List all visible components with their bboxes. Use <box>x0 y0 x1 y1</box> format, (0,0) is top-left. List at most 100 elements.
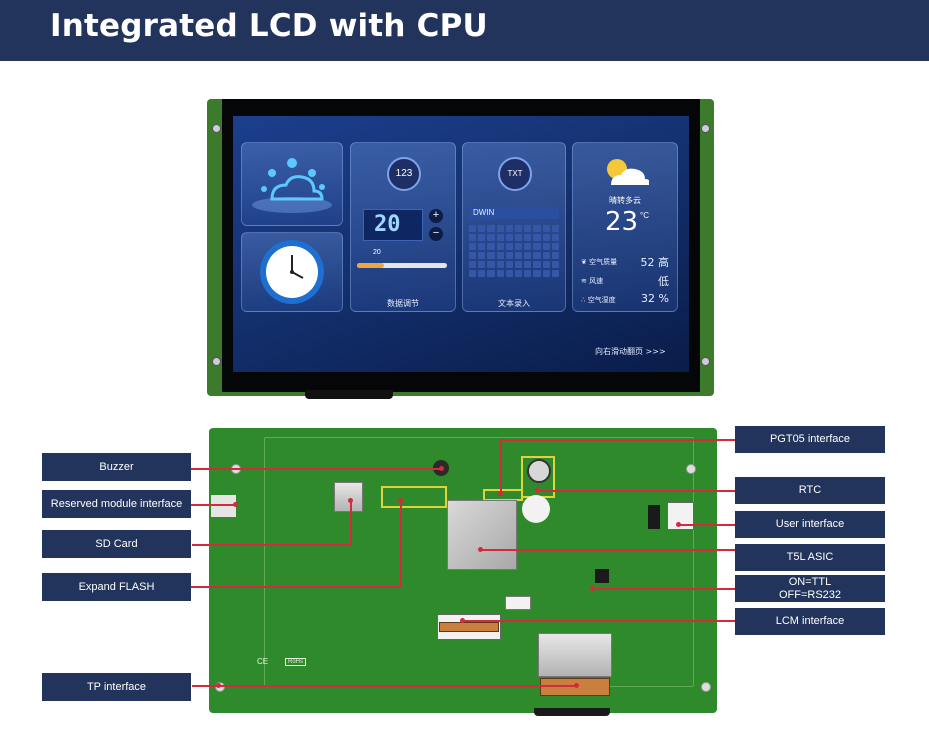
sd-pointer-h <box>192 544 352 546</box>
callout-t5l-asic: T5L ASIC <box>735 544 885 571</box>
ttl-pointer <box>592 588 735 590</box>
clock-card[interactable] <box>241 232 343 312</box>
digit-display: 20 <box>363 209 423 241</box>
tp-connector-shield <box>538 633 612 677</box>
ce-mark: CE <box>257 657 269 666</box>
data-adjust-label: 数据调节 <box>387 299 419 308</box>
air-quality-value: 52 高 <box>640 256 670 269</box>
temperature-value: 23 <box>605 207 639 237</box>
cloud-card[interactable] <box>241 142 343 226</box>
text-input-label: 文本录入 <box>498 299 530 308</box>
cloud-network-icon <box>252 158 332 213</box>
partly-cloudy-icon <box>607 159 649 185</box>
humidity-value: 32 % <box>641 292 669 305</box>
weather-card[interactable]: 晴转多云 23 °C ❦ 空气质量 52 高 ≋ 风速 低 ∴ 空气湿度 32 … <box>572 142 678 312</box>
asic-pointer <box>480 549 735 551</box>
humidity-label: 空气湿度 <box>587 296 616 304</box>
buzzer-pointer <box>191 468 441 470</box>
wire-connector <box>505 596 531 610</box>
leaf-icon: ❦ <box>581 258 590 266</box>
rtc-pointer <box>537 490 735 492</box>
mount-pad <box>686 464 696 474</box>
lcm-pointer <box>462 620 735 622</box>
tp-dot-left <box>216 683 221 688</box>
ttl-dot <box>590 586 595 591</box>
wind-icon: ≋ <box>581 277 590 285</box>
mount-hole <box>212 357 221 366</box>
slider-value-label: 20 <box>373 249 381 256</box>
lcm-flex-cable <box>439 622 499 632</box>
sd-pointer-v <box>350 500 352 546</box>
humidity-icon: ∴ <box>581 296 588 304</box>
pgt05-dot <box>498 491 503 496</box>
callout-reserved-module: Reserved module interface <box>42 490 191 518</box>
page-title: Integrated LCD with CPU <box>50 8 488 44</box>
back-pcb: CE RoHs <box>209 428 717 713</box>
reserved-header <box>211 495 236 517</box>
asic-dot <box>478 547 483 552</box>
fpc-tail <box>305 390 393 399</box>
ttl-line-2: OFF=RS232 <box>778 588 842 601</box>
text-input-card[interactable]: TXT DWIN 文本录入 <box>462 142 566 312</box>
humidity-row: ∴ 空气湿度 32 % <box>581 292 669 305</box>
rtc-crystal-sticker <box>522 495 550 523</box>
txt-file-icon: TXT <box>498 157 532 191</box>
slider-fill <box>357 263 384 268</box>
number-icon: 123 <box>387 157 421 191</box>
callout-rtc: RTC <box>735 477 885 504</box>
pgt05-pointer-v <box>500 439 502 493</box>
air-quality-label: 空气质量 <box>589 258 618 266</box>
temperature-unit: °C <box>640 211 649 220</box>
flash-dot <box>398 498 403 503</box>
air-quality-row: ❦ 空气质量 52 高 <box>581 256 670 269</box>
swipe-hint[interactable]: 向右滑动翻页 >>> <box>595 347 666 356</box>
sd-card-slot <box>334 482 363 512</box>
increment-button[interactable]: + <box>429 209 443 223</box>
soft-keyboard[interactable] <box>469 225 559 277</box>
wind-value: 低 <box>658 275 669 288</box>
reserved-dot <box>233 502 238 507</box>
wind-row: ≋ 风速 低 <box>581 275 669 288</box>
user-interface-chip <box>648 505 660 529</box>
digit-value: 20 <box>374 212 401 237</box>
decrement-button[interactable]: − <box>429 227 443 241</box>
callout-user-interface: User interface <box>735 511 885 538</box>
callout-tp-interface: TP interface <box>42 673 191 701</box>
reserved-pointer <box>191 504 236 506</box>
callout-buzzer: Buzzer <box>42 453 191 481</box>
callout-lcm-interface: LCM interface <box>735 608 885 635</box>
ttl-line-1: ON=TTL <box>788 575 832 588</box>
clock-icon <box>260 240 324 304</box>
callout-expand-flash: Expand FLASH <box>42 573 191 601</box>
rtc-dot <box>535 488 540 493</box>
keyboard-input-field[interactable]: DWIN <box>469 207 559 219</box>
lcm-dot <box>460 618 465 623</box>
callout-sd-card: SD Card <box>42 530 191 558</box>
mount-pad <box>701 682 711 692</box>
tp-pointer <box>192 685 576 687</box>
wind-label: 风速 <box>589 277 604 285</box>
lcd-screen[interactable]: 123 20 + − 20 数据调节 TXT DWIN 文本录入 晴转多云 <box>233 116 689 372</box>
flash-pointer-v <box>400 500 402 588</box>
data-adjust-card[interactable]: 123 20 + − 20 数据调节 <box>350 142 456 312</box>
weather-description: 晴转多云 <box>609 196 641 205</box>
pgt05-pointer-h <box>500 439 735 441</box>
mount-hole <box>212 124 221 133</box>
sd-dot <box>348 498 353 503</box>
adjust-slider[interactable] <box>357 263 447 268</box>
user-dot <box>676 522 681 527</box>
flash-highlight <box>381 486 447 508</box>
callout-pgt05: PGT05 interface <box>735 426 885 453</box>
page-header: Integrated LCD with CPU <box>0 0 929 61</box>
user-pointer <box>678 524 735 526</box>
fpc-tail-bottom <box>534 708 610 716</box>
callout-ttl-rs232: ON=TTL OFF=RS232 <box>735 575 885 602</box>
rohs-mark: RoHs <box>285 658 307 666</box>
flash-pointer-h <box>191 586 401 588</box>
mount-hole <box>701 124 710 133</box>
ttl-switch <box>595 569 609 583</box>
mount-hole <box>701 357 710 366</box>
t5l-asic-chip <box>447 500 517 570</box>
tp-dot-right <box>574 683 579 688</box>
rtc-battery <box>527 459 551 483</box>
